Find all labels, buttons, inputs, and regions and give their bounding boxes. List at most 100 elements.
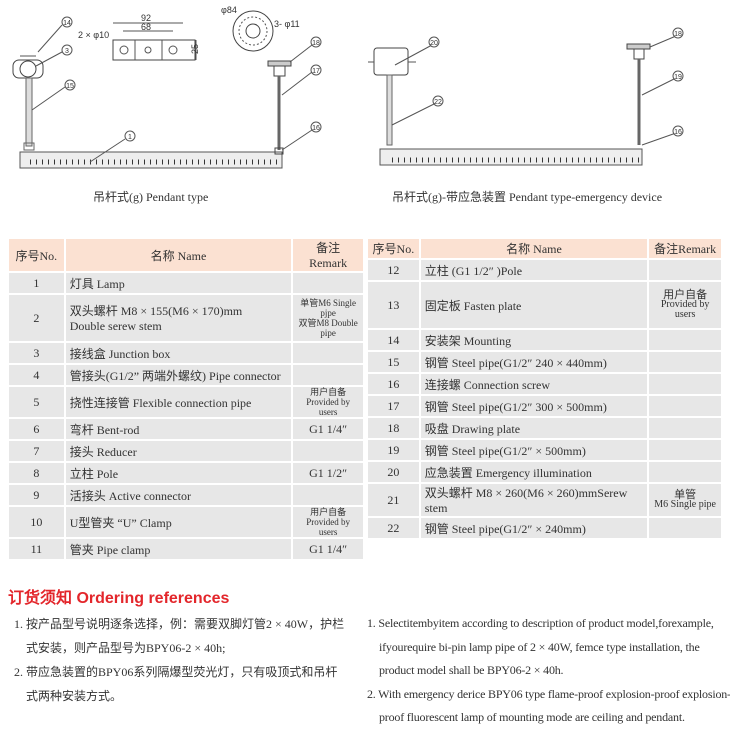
note-en-1: 1. Selectitembyitem according to descrip… — [367, 616, 714, 630]
row-remark — [647, 350, 723, 374]
row-name-text: 接头 Reducer — [69, 444, 137, 459]
row-name: 安装架 Mounting — [418, 328, 650, 352]
row-no: 19 — [366, 438, 421, 462]
row-name: 接头 Reducer — [63, 439, 294, 463]
row-name: 吸盘 Drawing plate — [418, 416, 650, 440]
row-remark — [291, 271, 365, 295]
pendant-type-caption: 吊杆式(g) Pendant type — [93, 190, 209, 204]
dim-holes: 2 × φ10 — [78, 30, 109, 40]
row-name: 固定板 Fasten plate — [418, 280, 650, 330]
row-name-text: U型管夹 “U” Clamp — [69, 515, 172, 530]
row-name: 钢管 Steel pipe(G1/2″ 300 × 500mm) — [418, 394, 650, 418]
emergency-pendant-diagram: 20 22 18 19 16 — [368, 27, 684, 166]
row-remark: G1 1/2″ — [291, 461, 365, 485]
row-remark — [647, 516, 723, 540]
pendant-type-diagram: 14 3 15 1 18 17 16 92 68 2 × φ10 25 φ84 … — [12, 5, 322, 169]
row-no: 10 — [7, 505, 66, 539]
row-name-text: 安装架 Mounting — [424, 333, 512, 348]
callout-17: 17 — [312, 68, 320, 75]
callout-1: 1 — [128, 134, 132, 141]
row-no: 21 — [366, 482, 421, 518]
header-no: 序号No. — [366, 237, 421, 260]
row-remark — [647, 372, 723, 396]
header-no: 序号No. — [7, 237, 66, 273]
row-no: 5 — [7, 385, 66, 419]
row-name: 钢管 Steel pipe(G1/2″ 240 × 440mm) — [418, 350, 650, 374]
row-remark: 用户自备 Provided by users — [291, 505, 365, 539]
note-cn-1: 1. 按产品型号说明逐条选择，例：需要双脚灯管2 × 40W，护栏 — [14, 617, 345, 631]
row-no: 6 — [7, 417, 66, 441]
row-remark: G1 1/4″ — [291, 417, 365, 441]
row-remark — [647, 258, 723, 282]
row-remark-text: G1 1/2″ — [309, 466, 348, 480]
row-name-text: 固定板 Fasten plate — [424, 298, 522, 313]
note-en-2: 2. With emergency derice BPY06 type flam… — [367, 686, 730, 701]
callout-18: 18 — [674, 31, 682, 38]
row-name-text: 钢管 Steel pipe(G1/2″ 240 × 440mm) — [424, 355, 607, 370]
callout-3: 3 — [65, 48, 69, 55]
callout-18: 18 — [312, 40, 320, 47]
row-name-text: 钢管 Steel pipe(G1/2″ 300 × 500mm) — [424, 399, 607, 414]
row-name: 连接螺 Connection screw — [418, 372, 650, 396]
row-no: 22 — [366, 516, 421, 540]
row-name-text: 接线盒 Junction box — [69, 346, 171, 361]
ordering-title: 订货须知 Ordering references — [8, 590, 230, 607]
row-name: 灯具 Lamp — [63, 271, 294, 295]
callout-14: 14 — [63, 20, 71, 27]
row-remark — [291, 341, 365, 365]
note-cn-1-cont: 式安装，则产品型号为BPY06-2 × 40h; — [26, 641, 226, 655]
row-name: U型管夹 “U” Clamp — [63, 505, 294, 539]
row-name-text: 弯杆 Bent-rod — [69, 422, 140, 437]
row-name: 管接头(G1/2” 两端外螺纹) Pipe connector — [63, 363, 294, 387]
row-remark — [291, 363, 365, 387]
note-en-1-cont: ifyourequire bi-pin lamp pipe of 2 × 40W… — [379, 639, 700, 654]
row-remark-text-2: Provided by users — [660, 299, 710, 320]
header-remark: 备注Remark — [291, 237, 365, 273]
row-name-text: 活接头 Active connector — [69, 488, 192, 503]
row-name-text: 应急装置 Emergency illumination — [424, 465, 592, 480]
table-header: 序号No. 名称 Name 备注Remark — [7, 237, 365, 273]
row-name-text: 管夹 Pipe clamp — [69, 542, 151, 557]
row-name: 挠性连接管 Flexible connection pipe — [63, 385, 294, 419]
row-name-text: 立柱 Pole — [69, 466, 119, 481]
callout-15: 15 — [66, 83, 74, 90]
row-no: 17 — [366, 394, 421, 418]
note-en-2-cont: proof fluorescent lamp of mounting mode … — [379, 710, 685, 724]
emergency-pendant-caption: 吊杆式(g)-带应急装置 Pendant type-emergency devi… — [392, 190, 663, 204]
row-no: 7 — [7, 439, 66, 463]
row-name-text: 双头螺杆 M8 × 155(M6 × 170)mm — [69, 304, 243, 318]
row-name: 立柱 Pole — [63, 461, 294, 485]
row-no: 4 — [7, 363, 66, 387]
row-name-text: 灯具 Lamp — [69, 276, 125, 291]
row-remark-text: 用户自备 Provided by users — [306, 387, 350, 417]
row-no: 13 — [366, 280, 421, 330]
row-remark: 用户自备 Provided by users — [291, 385, 365, 419]
row-name: 应急装置 Emergency illumination — [418, 460, 650, 484]
row-no: 12 — [366, 258, 421, 282]
row-name-text: 管接头(G1/2” 两端外螺纹) Pipe connector — [69, 368, 281, 383]
row-remark-text: 单管M6 Single pjpe — [300, 298, 356, 318]
row-name: 钢管 Steel pipe(G1/2″ × 240mm) — [418, 516, 650, 540]
row-name: 钢管 Steel pipe(G1/2″ × 500mm) — [418, 438, 650, 462]
row-no: 2 — [7, 293, 66, 343]
row-name: 接线盒 Junction box — [63, 341, 294, 365]
row-no: 1 — [7, 271, 66, 295]
row-name-text: 钢管 Steel pipe(G1/2″ × 500mm) — [424, 443, 586, 458]
row-name-text: 双头螺杆 M8 × 260(M6 × 260)mmSerew stem — [424, 486, 628, 515]
callout-20: 20 — [430, 40, 438, 47]
